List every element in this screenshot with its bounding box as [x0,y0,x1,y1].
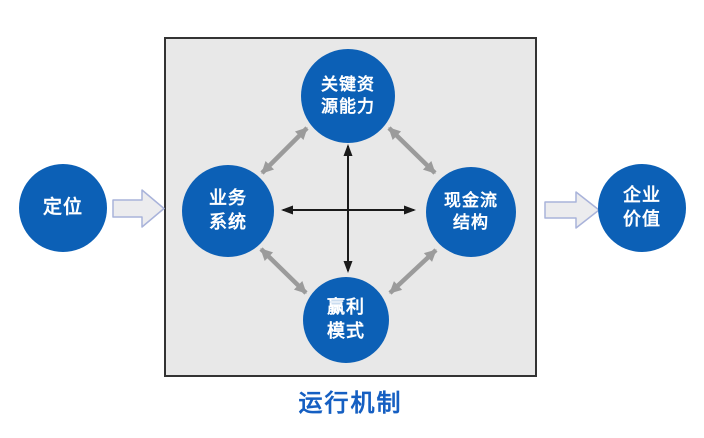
node-business-system-label: 业务 系统 [209,188,247,232]
node-business-system: 业务 系统 [182,165,274,257]
node-profit-model-label: 赢利 模式 [327,297,365,341]
node-positioning: 定位 [19,164,107,252]
node-key-resources-label: 关键资 源能力 [321,74,375,116]
node-profit-model: 赢利 模式 [303,277,389,363]
diagram-caption: 运行机制 [298,390,403,417]
flow-arrow-right-icon [544,191,600,229]
node-cashflow-structure-label: 现金流 结构 [444,190,498,232]
node-enterprise-value-label: 企业 价值 [623,185,661,229]
flow-arrow-left-icon [112,189,165,228]
node-positioning-label: 定位 [42,197,83,219]
node-cashflow-structure: 现金流 结构 [426,167,516,257]
node-enterprise-value: 企业 价值 [598,164,686,252]
node-key-resources: 关键资 源能力 [301,49,395,143]
